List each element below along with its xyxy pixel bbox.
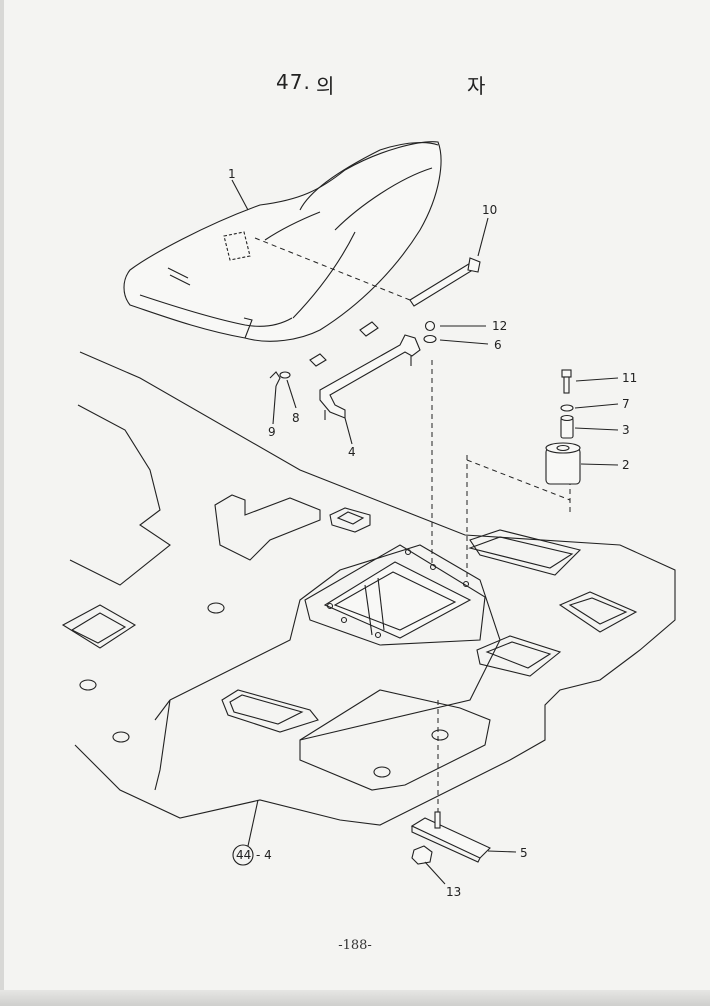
callout-11: 11 (622, 371, 637, 385)
callout-2: 2 (622, 458, 630, 472)
hardware-11-bolt (561, 369, 572, 394)
callout-6: 6 (494, 338, 502, 352)
callout-4: 4 (348, 445, 356, 459)
scan-edge (0, 990, 710, 1006)
hardware-8-washer (279, 371, 291, 379)
hardware-3-collar (560, 414, 574, 439)
callout-1: 1 (228, 167, 236, 181)
callout-7: 7 (622, 397, 630, 411)
floor-plate (61, 351, 676, 826)
callout-3: 3 (622, 423, 630, 437)
lower-plate (410, 811, 491, 863)
lower-nut (411, 845, 433, 865)
callout-labels: 1 2 3 4 5 6 7 8 9 10 11 12 13 44 - 4 (228, 167, 637, 899)
callout-10: 10 (482, 203, 497, 217)
ref-circle (232, 844, 254, 866)
hardware-7-washer (560, 404, 574, 412)
callout-44: 44 (236, 848, 251, 862)
callout-12: 12 (492, 319, 507, 333)
callout-5: 5 (520, 846, 528, 860)
hardware-9-pin (269, 371, 281, 387)
hardware-12-nut (424, 320, 436, 332)
callout-9: 9 (268, 425, 276, 439)
title-char-2: 자 (467, 74, 487, 98)
leader-lines (231, 179, 619, 885)
hardware-2-spacer (545, 442, 581, 485)
hardware-6-washer (423, 334, 437, 344)
callout-8: 8 (292, 411, 300, 425)
page-number: -188- (338, 938, 372, 953)
seat-bracket (309, 321, 421, 420)
title-char-1: 의 (316, 74, 336, 98)
section-number: 47. (276, 70, 311, 94)
long-bolt (409, 257, 481, 307)
callout-13: 13 (446, 885, 461, 899)
seat (123, 141, 442, 342)
center-opening (304, 544, 486, 646)
callout-44-suffix: - 4 (256, 848, 272, 862)
